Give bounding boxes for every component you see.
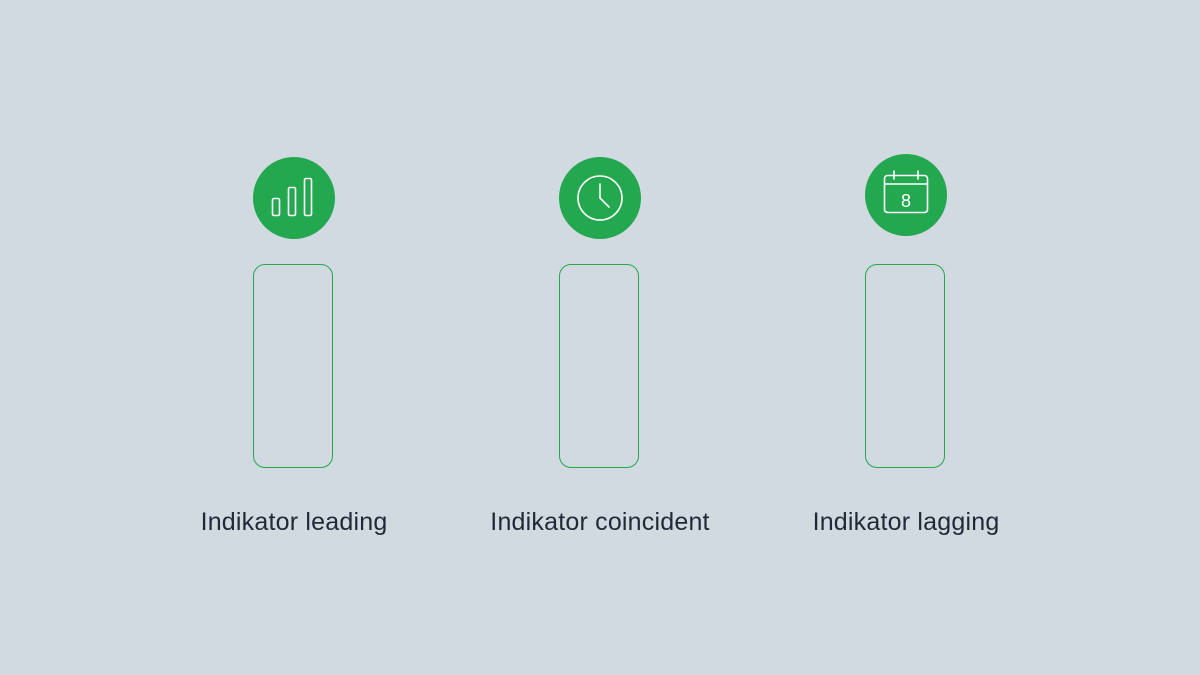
leading-label: Indikator leading — [200, 508, 388, 536]
leading-icon-badge — [253, 157, 335, 239]
lagging-bar-outline — [865, 264, 945, 468]
lagging-label: Indikator lagging — [812, 508, 1000, 536]
calendar-icon: 8 — [883, 170, 929, 214]
indicator-leading: Indikator leading — [144, 0, 444, 675]
coincident-icon-badge — [559, 157, 641, 239]
leading-bar-outline — [253, 264, 333, 468]
bar-chart-icon — [271, 177, 313, 217]
lagging-icon-badge: 8 — [865, 154, 947, 236]
coincident-label: Indikator coincident — [490, 508, 710, 536]
coincident-bar-outline — [559, 264, 639, 468]
indicator-coincident: Indikator coincident — [450, 0, 750, 675]
calendar-day-number: 8 — [901, 191, 911, 211]
indicator-lagging: 8 Indikator lagging — [756, 0, 1056, 675]
clock-icon — [577, 175, 623, 221]
